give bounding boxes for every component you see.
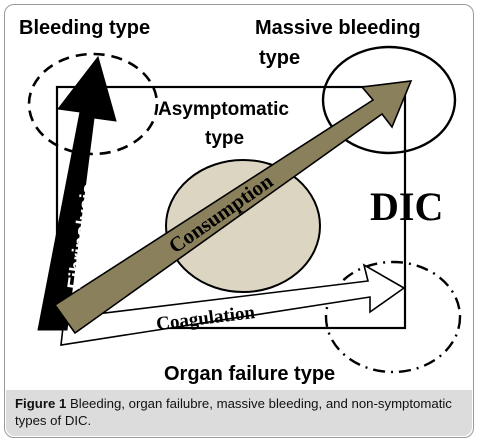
- dic-label: DIC: [370, 184, 443, 229]
- caption-label: Figure 1: [15, 396, 67, 411]
- massive-bleeding-label-line1: Massive bleeding: [255, 17, 421, 39]
- consumption-arrow: [53, 80, 413, 335]
- organ-failure-circle: [324, 260, 462, 374]
- asymptomatic-label-line1: Asymptomatic: [158, 99, 289, 120]
- caption-text: Bleeding, organ failubre, massive bleedi…: [15, 396, 452, 428]
- asymptomatic-label-line2: type: [205, 128, 244, 149]
- massive-bleeding-label-line2: type: [259, 47, 300, 69]
- coagulation-arrow: [60, 263, 406, 346]
- bleeding-type-label: Bleeding type: [19, 17, 150, 39]
- organ-failure-label: Organ failure type: [164, 363, 335, 385]
- asymptomatic-circle: [165, 159, 321, 293]
- bleeding-type-circle: [27, 52, 159, 156]
- massive-bleeding-circle: [321, 45, 457, 155]
- dic-rectangle: [55, 85, 407, 330]
- figure-caption: Figure 1 Bleeding, organ failubre, massi…: [6, 390, 472, 436]
